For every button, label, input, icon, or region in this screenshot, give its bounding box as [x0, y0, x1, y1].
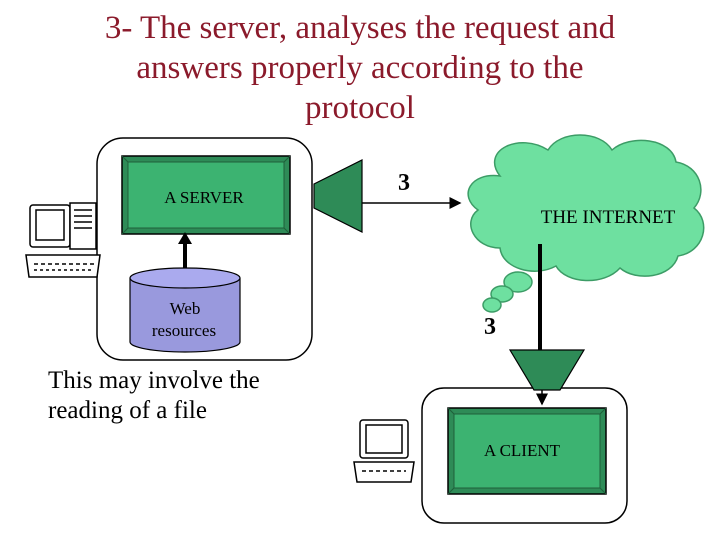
note-line-2: reading of a file — [48, 397, 207, 424]
client-box — [447, 407, 607, 495]
page-title: 3- The server, analyses the request and … — [0, 8, 720, 128]
client-funnel — [508, 349, 586, 391]
resources-label-line1: Web — [170, 299, 201, 318]
server-computer-icon — [25, 202, 101, 278]
server-funnel — [313, 159, 363, 233]
note-line-1: This may involve the — [48, 367, 260, 394]
client-label: A CLIENT — [484, 441, 561, 460]
internet-label: THE INTERNET — [541, 207, 676, 228]
server-box — [121, 155, 291, 235]
title-line-3: protocol — [305, 90, 415, 126]
step-label-top: 3 — [398, 170, 410, 196]
resources-label-line2: resources — [152, 321, 216, 340]
title-line-2: answers properly according to the — [136, 50, 584, 86]
internet-cloud — [467, 134, 705, 313]
step-label-middle: 3 — [484, 314, 496, 340]
resources-to-server-arrowhead — [178, 232, 192, 244]
server-label: A SERVER — [164, 188, 244, 207]
client-computer-icon — [353, 419, 415, 483]
note-text: This may involve the reading of a file — [48, 366, 260, 426]
title-line-1: 3- The server, analyses the request and — [104, 10, 616, 46]
web-resources-cylinder — [129, 267, 241, 353]
